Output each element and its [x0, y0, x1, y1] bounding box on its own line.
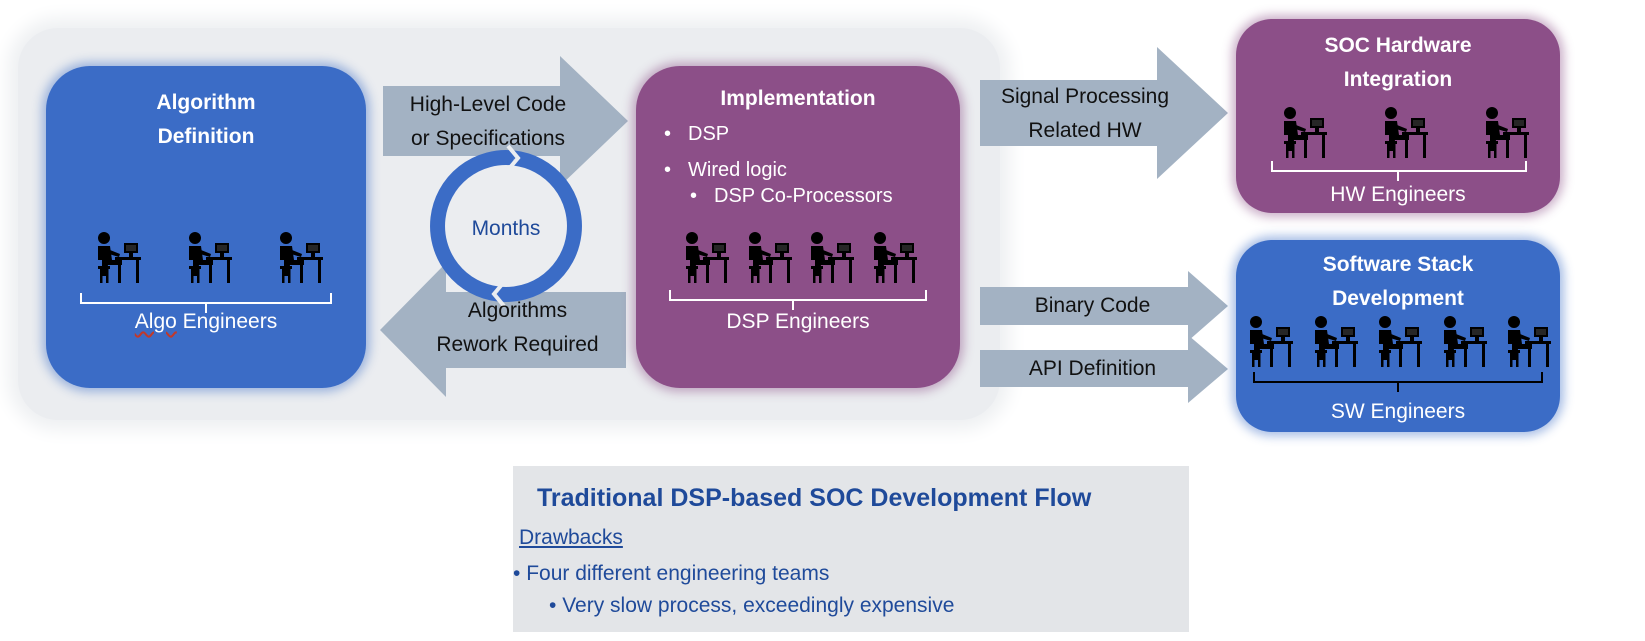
- algo-engineers-icons: [94, 230, 324, 286]
- dsp-team-label: DSP Engineers: [726, 310, 870, 333]
- arrow-binary-code: [980, 271, 1228, 341]
- implementation-bullet: Wired logic: [664, 152, 787, 188]
- arrow-to-hw: [980, 47, 1228, 179]
- engineer-icon: [748, 232, 792, 283]
- hw-team-label: HW Engineers: [1330, 183, 1466, 206]
- cycle-label: Months: [471, 217, 541, 240]
- summary-subtitle: Drawbacks: [519, 526, 623, 549]
- summary-bullet-2: • Very slow process, exceedingly expensi…: [549, 594, 955, 617]
- engineer-icon: [1250, 316, 1293, 367]
- engineer-icon: [280, 232, 323, 283]
- engineer-icon: [189, 232, 232, 283]
- algo-team-label: Algo Engineers: [134, 310, 278, 333]
- summary-box: Traditional DSP-based SOC Development Fl…: [513, 466, 1189, 632]
- implementation-bullet: DSP: [664, 116, 787, 152]
- implementation-bullets: DSP Wired logic: [664, 116, 787, 188]
- engineer-icon: [874, 232, 917, 283]
- algo-team-bracket: [80, 293, 332, 313]
- summary-bullet-1: • Four different engineering teams: [513, 562, 830, 585]
- engineer-icon: [1385, 107, 1428, 158]
- engineer-icon: [1379, 316, 1422, 367]
- engineer-icon: [1508, 316, 1551, 367]
- implementation-sub-bullets: DSP Co-Processors: [690, 178, 893, 214]
- implementation-title: Implementation: [720, 87, 876, 110]
- sw-team-label: SW Engineers: [1330, 400, 1466, 423]
- summary-title: Traditional DSP-based SOC Development Fl…: [537, 484, 1092, 512]
- implementation-sub-bullet: DSP Co-Processors: [690, 178, 893, 214]
- arrow-api-definition-label: API Definition: [1028, 357, 1157, 380]
- engineer-icon: [811, 232, 855, 283]
- arrow-to-implementation: [383, 56, 628, 186]
- cycle-ring: [430, 144, 582, 308]
- dsp-engineers-icons: [682, 230, 918, 286]
- engineer-icon: [1443, 316, 1487, 367]
- arrow-binary-code-label: Binary Code: [1034, 294, 1151, 317]
- arrow-to-algorithm: [380, 263, 626, 397]
- hw-engineers-icons: [1280, 105, 1530, 161]
- sw-team-bracket: [1253, 372, 1543, 392]
- dsp-team-bracket: [669, 290, 927, 310]
- engineer-icon: [98, 232, 141, 283]
- engineer-icon: [686, 232, 729, 283]
- sw-engineers-icons: [1246, 314, 1552, 370]
- implementation-box: Implementation DSP Wired logic DSP Co-Pr…: [636, 66, 960, 388]
- hw-team-bracket: [1271, 161, 1527, 181]
- engineer-icon: [1314, 316, 1358, 367]
- engineer-icon: [1486, 107, 1529, 158]
- arrow-api-definition: [980, 335, 1228, 403]
- engineer-icon: [1284, 107, 1327, 158]
